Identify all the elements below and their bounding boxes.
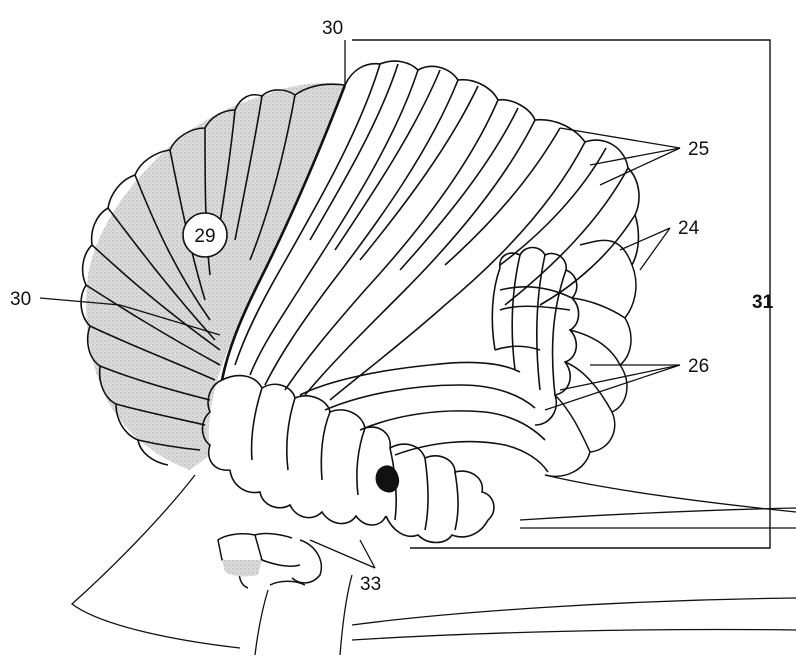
brainstem-outline — [72, 475, 796, 655]
label-29: 29 — [194, 226, 215, 247]
label-30-top: 30 — [322, 18, 343, 39]
label-24: 24 — [678, 218, 700, 239]
dark-nodule — [376, 465, 400, 492]
right-lobe-outline — [545, 240, 636, 476]
lobule-cluster-right — [492, 248, 578, 426]
label-33: 33 — [360, 574, 381, 595]
shaded-lobe-region — [86, 83, 345, 470]
label-26: 26 — [688, 356, 709, 377]
label-25: 25 — [688, 139, 709, 160]
peduncle-shading — [222, 560, 262, 576]
label-30-left: 30 — [10, 289, 31, 310]
bottom-lobules — [203, 362, 549, 542]
label-31: 31 — [752, 292, 774, 313]
